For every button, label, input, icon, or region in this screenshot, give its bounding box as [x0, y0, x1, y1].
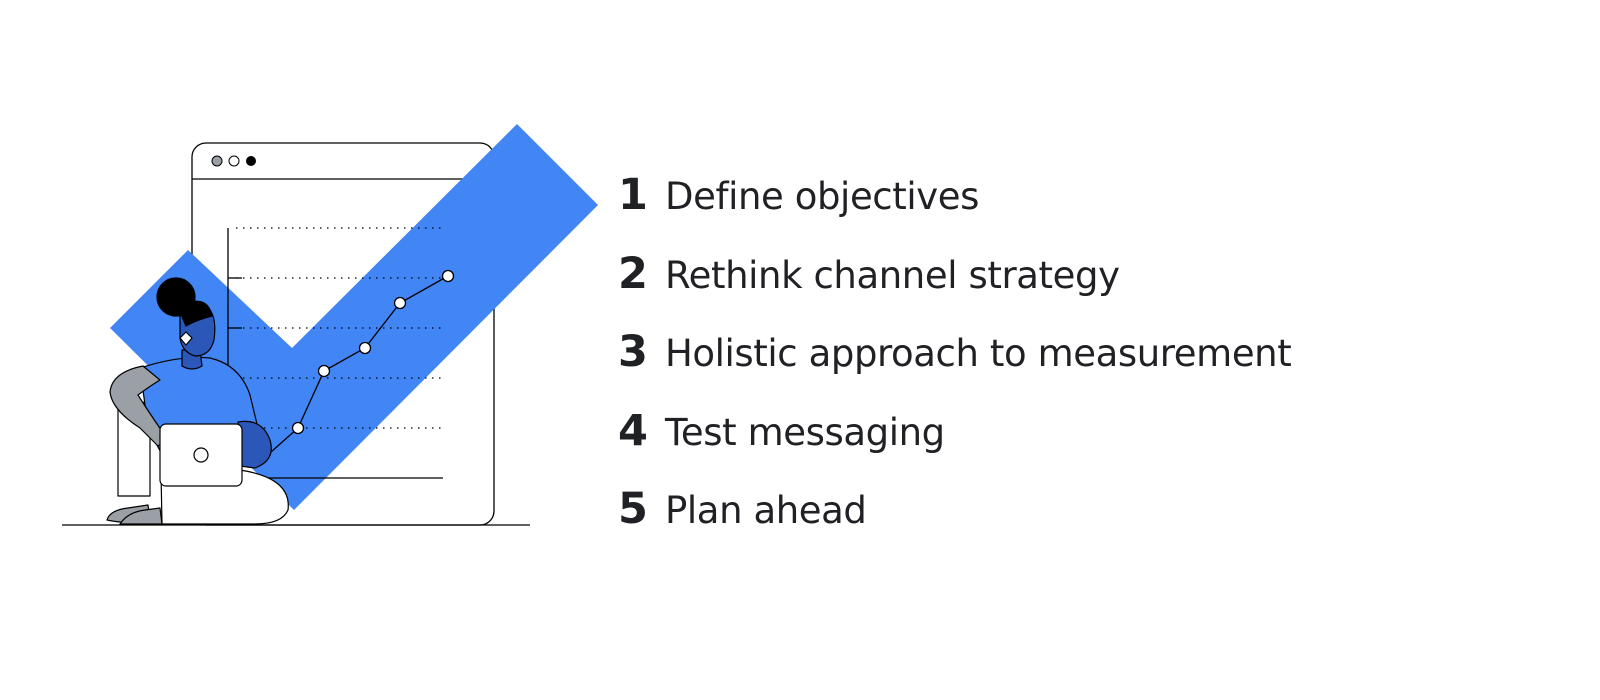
step-label: Rethink channel strategy	[665, 253, 1120, 297]
step-number: 5	[618, 484, 648, 534]
illustration	[62, 124, 598, 526]
person-with-laptop-icon	[106, 277, 289, 525]
step-label: Define objectives	[665, 175, 979, 218]
step-number: 3	[618, 327, 648, 377]
step-item: 3 Holistic approach to measurement	[618, 327, 1292, 406]
step-item: 4 Test messaging	[618, 406, 1291, 485]
step-label: Plan ahead	[665, 489, 867, 532]
steps-list: 1 Define objectives 2 Rethink channel st…	[618, 170, 1292, 563]
step-number: 2	[618, 248, 648, 299]
step-label: Test messaging	[665, 410, 945, 454]
step-number: 4	[618, 405, 648, 456]
step-item: 1 Define objectives	[618, 170, 1291, 249]
step-number: 1	[618, 170, 648, 220]
step-item: 5 Plan ahead	[618, 484, 1291, 563]
step-item: 2 Rethink channel strategy	[618, 249, 1291, 328]
step-label: Holistic approach to measurement	[665, 332, 1292, 375]
